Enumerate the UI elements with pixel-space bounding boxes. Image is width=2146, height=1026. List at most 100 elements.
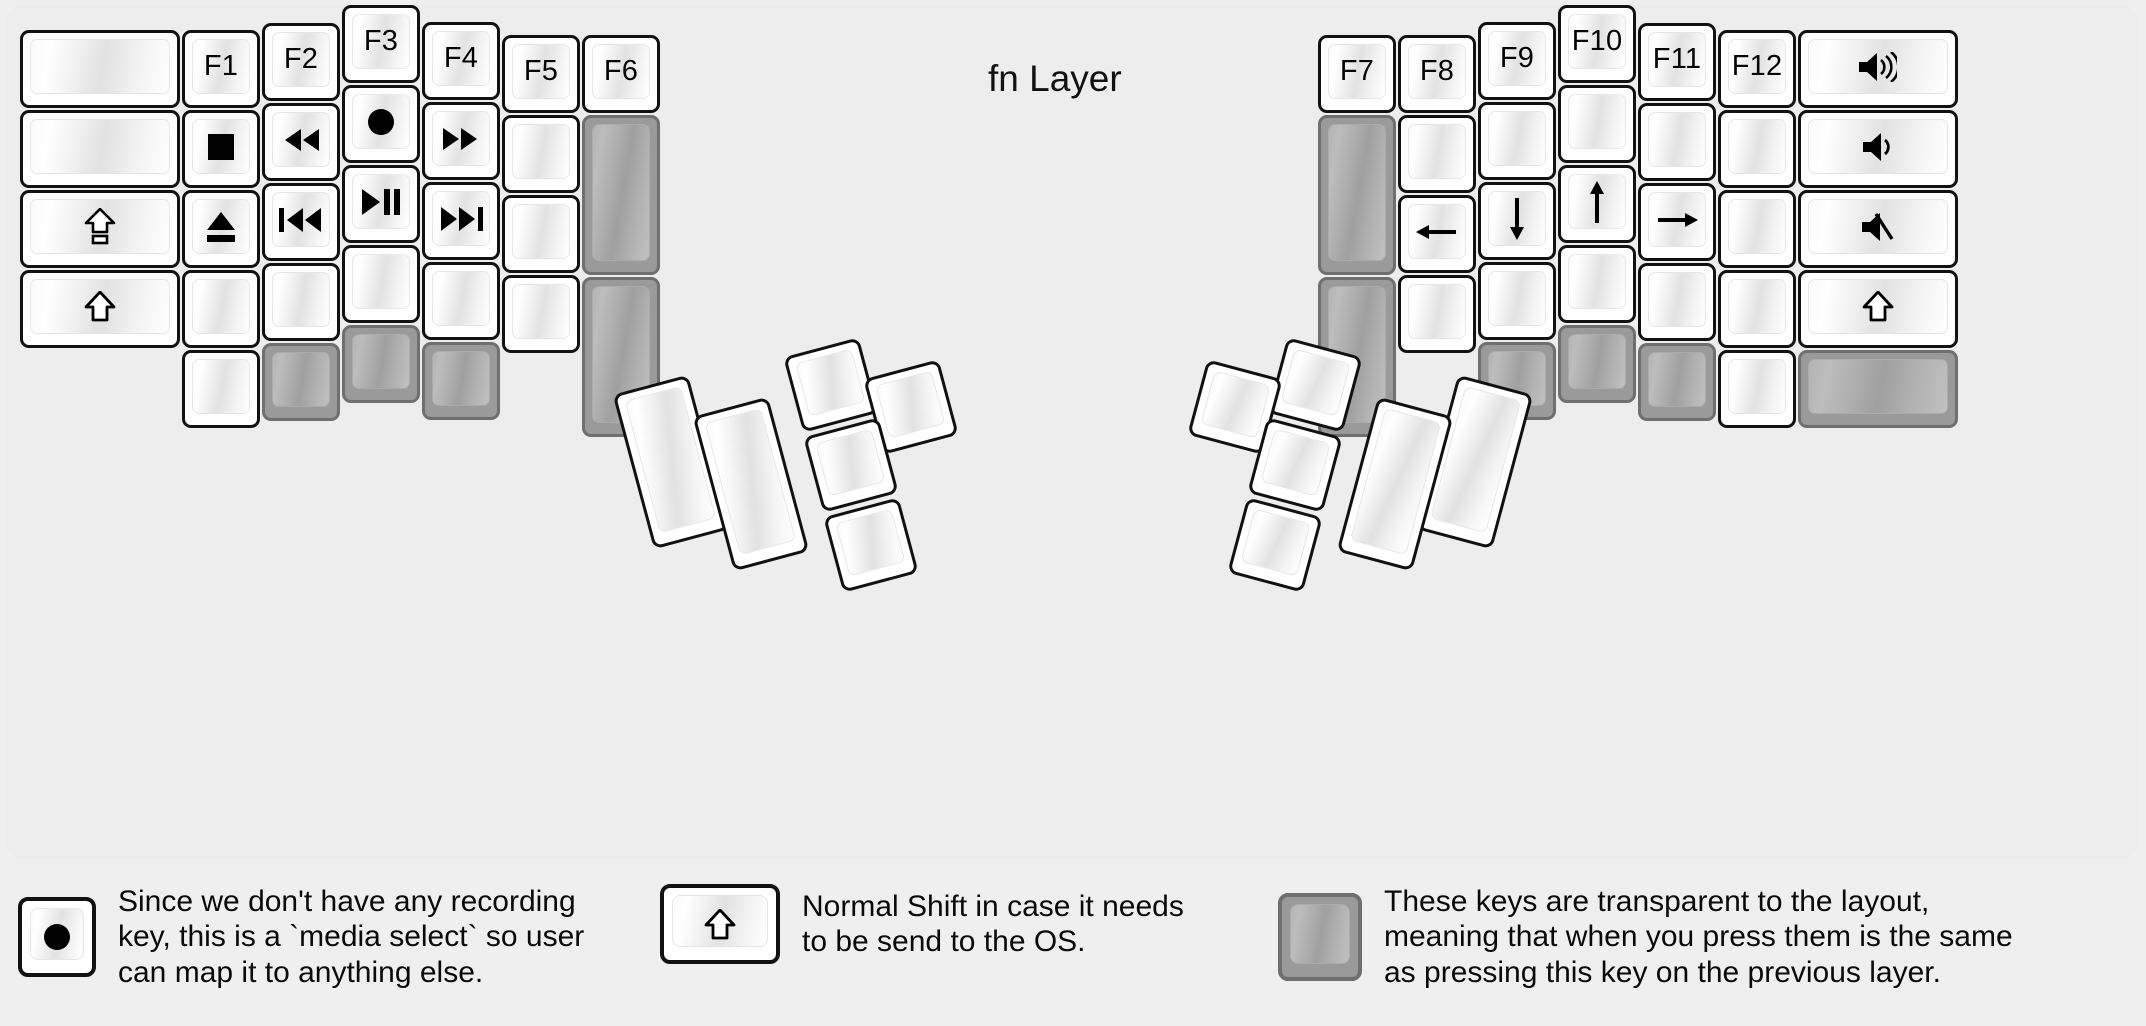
key-label: F5: [523, 55, 559, 87]
f6-key[interactable]: F6: [582, 35, 660, 113]
arrow-up-icon: [1585, 180, 1609, 223]
keycap-surface: [1488, 191, 1546, 246]
keycap-surface: [1240, 508, 1311, 577]
arrow-right-icon: [1656, 208, 1698, 232]
media-fast-forward-icon[interactable]: [422, 102, 500, 180]
keycap-surface: [835, 508, 906, 577]
media-next-track-icon[interactable]: [422, 182, 500, 260]
keycap-surface: [1808, 119, 1948, 174]
blank-key[interactable]: [1398, 115, 1476, 193]
page-title: fn Layer: [988, 58, 1122, 99]
f7-key[interactable]: F7: [1318, 35, 1396, 113]
media-fast-forward-icon: [441, 127, 481, 150]
shift-arrow-icon: [1862, 291, 1894, 322]
transparent-key[interactable]: [422, 342, 500, 420]
media-rewind-icon[interactable]: [262, 103, 340, 181]
shift-arrow-icon[interactable]: [1798, 270, 1958, 348]
media-eject-icon[interactable]: [182, 190, 260, 268]
blank-key[interactable]: [422, 262, 500, 340]
keycap-surface: F10: [1568, 14, 1626, 69]
blank-key[interactable]: [1718, 190, 1796, 268]
transparent-key[interactable]: [1798, 350, 1958, 428]
volume-mute-icon[interactable]: [1798, 190, 1958, 268]
key-label: F9: [1499, 42, 1535, 74]
shift-arrow-icon: [84, 291, 116, 322]
transparent-key[interactable]: [342, 325, 420, 403]
keycap-surface: [512, 124, 570, 179]
keycap-surface: [1728, 279, 1786, 334]
f1-key[interactable]: F1: [182, 30, 260, 108]
blank-key[interactable]: [1558, 85, 1636, 163]
keycap-surface: [875, 370, 946, 439]
blank-key[interactable]: [262, 263, 340, 341]
blank-key[interactable]: [1478, 102, 1556, 180]
blank-key[interactable]: [1718, 270, 1796, 348]
volume-up-icon[interactable]: [1798, 30, 1958, 108]
keycap-surface: [432, 191, 490, 246]
key-label: F10: [1571, 25, 1623, 57]
blank-key[interactable]: [1638, 263, 1716, 341]
blank-key[interactable]: [182, 270, 260, 348]
f12-key[interactable]: F12: [1718, 30, 1796, 108]
caps-lock-icon[interactable]: [20, 190, 180, 268]
media-stop-icon[interactable]: [182, 110, 260, 188]
blank-key[interactable]: [502, 275, 580, 353]
keycap-surface: [1648, 192, 1706, 247]
media-eject-icon: [205, 210, 237, 244]
blank-key[interactable]: [20, 30, 180, 108]
blank-key[interactable]: [342, 245, 420, 323]
keycap-surface: [1568, 334, 1626, 389]
f9-key[interactable]: F9: [1478, 22, 1556, 100]
f11-key[interactable]: F11: [1638, 23, 1716, 101]
keycap-surface: [1280, 348, 1351, 417]
volume-down-icon[interactable]: [1798, 110, 1958, 188]
arrow-down-icon: [1505, 197, 1529, 240]
blank-key[interactable]: [1638, 103, 1716, 181]
keycap-surface: [272, 352, 330, 407]
transparent-key[interactable]: [1638, 343, 1716, 421]
f5-key[interactable]: F5: [502, 35, 580, 113]
keycap-surface: F11: [1648, 32, 1706, 87]
keycap-surface: F5: [512, 44, 570, 99]
arrow-down-icon[interactable]: [1478, 182, 1556, 260]
shift-arrow-icon[interactable]: [20, 270, 180, 348]
keycap-surface: F7: [1328, 44, 1386, 99]
blank-key[interactable]: [1398, 275, 1476, 353]
f4-key[interactable]: F4: [422, 22, 500, 100]
arrow-up-icon[interactable]: [1558, 165, 1636, 243]
blank-key[interactable]: [1478, 262, 1556, 340]
keycap-surface: [192, 359, 250, 414]
blank-key[interactable]: [20, 110, 180, 188]
keycap-surface: [30, 199, 170, 254]
transparent-key[interactable]: [1558, 325, 1636, 403]
arrow-right-icon[interactable]: [1638, 183, 1716, 261]
key-label: F8: [1419, 55, 1455, 87]
keycap-surface: [1728, 359, 1786, 414]
keycap-surface: [192, 119, 250, 174]
legend-key-shift-arrow-icon: [660, 884, 780, 964]
record-dot-icon: [42, 922, 72, 952]
f8-key[interactable]: F8: [1398, 35, 1476, 113]
f3-key[interactable]: F3: [342, 5, 420, 83]
blank-key[interactable]: [502, 115, 580, 193]
keycap-surface: F8: [1408, 44, 1466, 99]
media-play-pause-icon[interactable]: [342, 165, 420, 243]
f10-key[interactable]: F10: [1558, 5, 1636, 83]
keycap-surface: [1408, 124, 1466, 179]
keycap-surface: [512, 204, 570, 259]
blank-key[interactable]: [1718, 350, 1796, 428]
f2-key[interactable]: F2: [262, 23, 340, 101]
transparent-key[interactable]: [1318, 115, 1396, 275]
keycap-surface: [1408, 204, 1466, 259]
blank-key[interactable]: [1558, 245, 1636, 323]
keycap-surface: [592, 124, 650, 261]
transparent-key[interactable]: [582, 115, 660, 275]
media-prev-track-icon[interactable]: [262, 183, 340, 261]
transparent-key[interactable]: [262, 343, 340, 421]
blank-key[interactable]: [182, 350, 260, 428]
keycap-surface: F9: [1488, 31, 1546, 86]
record-dot-icon[interactable]: [342, 85, 420, 163]
blank-key[interactable]: [502, 195, 580, 273]
blank-key[interactable]: [1718, 110, 1796, 188]
arrow-left-icon[interactable]: [1398, 195, 1476, 273]
